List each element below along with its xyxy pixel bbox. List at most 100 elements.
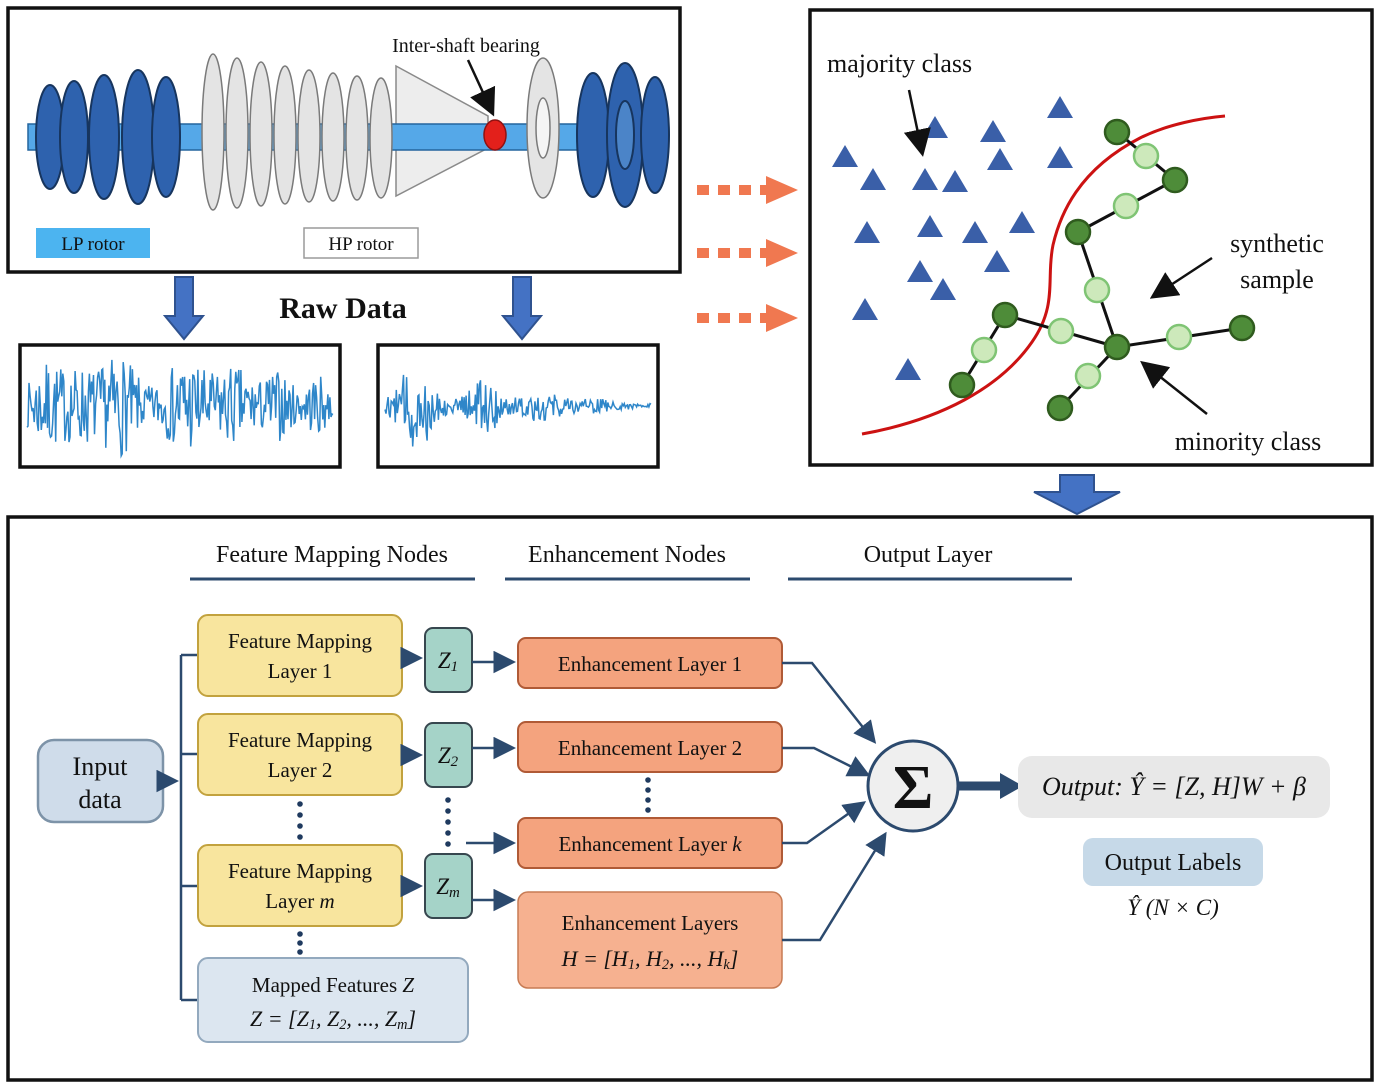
majority-class-triangle bbox=[860, 168, 886, 190]
z1-node: Z1 bbox=[424, 627, 473, 693]
scatter-panel-border bbox=[808, 8, 1374, 467]
sum-node: Σ bbox=[866, 739, 960, 833]
output-labels-text: Output Labels bbox=[1105, 850, 1242, 876]
dashed-arrow-3-head bbox=[766, 304, 798, 332]
feature-mapping-layer-2: Feature Mapping Layer 2 bbox=[197, 713, 403, 796]
synthetic-sample-arrow bbox=[1149, 256, 1213, 299]
minority-class-arrow bbox=[1140, 360, 1208, 415]
enh1-to-sigma-arrow bbox=[782, 661, 877, 744]
input-data-line1: Input bbox=[73, 752, 129, 781]
minority-class-label: minority class bbox=[1175, 427, 1322, 456]
majority-class-triangle bbox=[832, 145, 858, 167]
input-data-box: Input data bbox=[36, 738, 165, 824]
synthetic-sample-point bbox=[1083, 276, 1111, 304]
enhk-label: Enhancement Layer k bbox=[558, 832, 742, 856]
minority-class-point bbox=[1064, 218, 1092, 246]
synthetic-sample-point bbox=[1047, 317, 1075, 345]
dashed-arrow-1-head bbox=[766, 176, 798, 204]
bls-panel: Feature Mapping Nodes Enhancement Nodes … bbox=[6, 515, 1374, 1082]
output-labels-rect bbox=[1083, 838, 1263, 886]
zm-label: Zm bbox=[436, 874, 460, 901]
enhH-to-sigma-arrow bbox=[782, 831, 887, 942]
majority-class-triangle bbox=[962, 221, 988, 243]
enhH-rect bbox=[517, 891, 783, 989]
down-arrow-to-bls bbox=[1033, 474, 1121, 516]
heading-enhancement-nodes: Enhancement Nodes bbox=[528, 542, 726, 568]
vibration-signal-right bbox=[376, 343, 660, 469]
fm1-line1: Feature Mapping bbox=[228, 629, 373, 653]
sigma-input-arrows bbox=[782, 661, 887, 942]
decision-boundary-curve bbox=[861, 114, 1226, 436]
down-arrow-right bbox=[500, 276, 544, 341]
lp-rotor-label: LP rotor bbox=[36, 228, 150, 258]
hp-rotor-label-text: HP rotor bbox=[328, 234, 394, 255]
feature-mapping-layer-1: Feature Mapping Layer 1 bbox=[197, 614, 403, 697]
node-connectors bbox=[400, 646, 516, 912]
dashed-arrow-2-head bbox=[766, 239, 798, 267]
hp-compressor-discs bbox=[201, 53, 393, 211]
zm-rect bbox=[424, 853, 473, 919]
ellipsis-dots-enh bbox=[645, 777, 651, 813]
hp-turbine-disc bbox=[526, 57, 560, 199]
zm-node: Zm bbox=[424, 853, 473, 919]
z2-node: Z2 bbox=[424, 722, 473, 788]
output-formula-text: Output: Ŷ = [Z, H]W + β bbox=[1042, 772, 1306, 801]
vibration-signal-left bbox=[18, 343, 342, 469]
output-dimension-text: Ŷ (N × C) bbox=[1127, 895, 1219, 920]
lp-rotor-label-box bbox=[36, 228, 150, 258]
enhancement-layer-1: Enhancement Layer 1 bbox=[517, 637, 783, 689]
enh2-label: Enhancement Layer 2 bbox=[558, 736, 742, 760]
fm1-line2: Layer 1 bbox=[268, 659, 333, 683]
enhancement-layer-2: Enhancement Layer 2 bbox=[517, 721, 783, 773]
majority-class-triangle bbox=[987, 148, 1013, 170]
enh1-label: Enhancement Layer 1 bbox=[558, 652, 742, 676]
lp-rotor-label-text: LP rotor bbox=[61, 234, 125, 255]
minority-samples bbox=[948, 118, 1256, 422]
output-labels-box: Output Labels bbox=[1083, 838, 1263, 886]
fm2-line1: Feature Mapping bbox=[228, 728, 373, 752]
minority-class-point bbox=[1161, 166, 1189, 194]
enhancement-layer-k: Enhancement Layer k bbox=[517, 817, 783, 869]
dashed-transfer-arrows bbox=[697, 176, 798, 332]
synthetic-samples bbox=[970, 142, 1193, 390]
output-arrow-head bbox=[1000, 773, 1023, 799]
majority-class-triangle bbox=[1047, 96, 1073, 118]
minority-class-point bbox=[1103, 333, 1131, 361]
enhancement-layers-h: Enhancement Layers H = [H1, H2, ..., Hk] bbox=[517, 891, 783, 989]
majority-class-triangle bbox=[912, 168, 938, 190]
minority-class-point bbox=[1046, 394, 1074, 422]
majority-class-triangle bbox=[930, 278, 956, 300]
synthetic-sample-point bbox=[1112, 192, 1140, 220]
minority-class-point bbox=[1103, 118, 1131, 146]
majority-class-label: majority class bbox=[827, 49, 972, 78]
bearing-pointer-arrow bbox=[466, 59, 496, 117]
raw-data-label: Raw Data bbox=[279, 292, 407, 325]
enhk-to-sigma-arrow bbox=[782, 801, 867, 845]
z2-label: Z2 bbox=[438, 743, 459, 770]
fmm-rect bbox=[197, 844, 403, 927]
minority-class-point bbox=[948, 371, 976, 399]
fm2-line2: Layer 2 bbox=[268, 758, 333, 782]
feature-mapping-layer-m: Feature Mapping Layer m bbox=[197, 844, 403, 927]
inter-shaft-bearing-label: Inter-shaft bearing bbox=[392, 35, 540, 57]
rotor-panel: Inter-shaft bearing LP rotor HP rotor bbox=[6, 6, 682, 274]
hp-rotor-label-box bbox=[303, 227, 419, 259]
z2-rect bbox=[424, 722, 473, 788]
majority-class-triangle bbox=[980, 120, 1006, 142]
output-formula-rect bbox=[1018, 756, 1330, 818]
majority-class-triangle bbox=[984, 250, 1010, 272]
input-branch-connectors bbox=[156, 653, 198, 1002]
majority-class-triangle bbox=[895, 358, 921, 380]
majority-class-triangle bbox=[917, 215, 943, 237]
down-arrow-left bbox=[162, 276, 206, 341]
fm1-rect bbox=[197, 614, 403, 697]
enhH-line2: H = [H1, H2, ..., Hk] bbox=[561, 946, 739, 973]
mapped-line2: Z = [Z1, Z2, ..., Zm] bbox=[250, 1006, 416, 1033]
class-imbalance-panel: majority class synthetic sample minority… bbox=[808, 8, 1374, 467]
ellipsis-dots-z bbox=[445, 797, 451, 847]
mapped-rect bbox=[197, 957, 469, 1043]
synthetic-sample-label-line2: sample bbox=[1240, 265, 1314, 294]
ellipsis-dots-fmm bbox=[297, 931, 303, 955]
minority-class-point bbox=[1228, 314, 1256, 342]
